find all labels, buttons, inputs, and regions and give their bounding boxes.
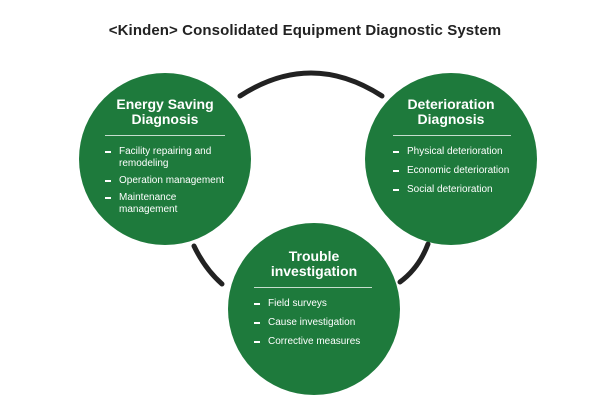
dash-bullet (254, 341, 260, 343)
energy-saving-heading: Energy Saving Diagnosis (79, 97, 251, 127)
heading-line: Diagnosis (417, 111, 485, 127)
dash-bullet (393, 151, 399, 153)
item-text: Physical deterioration (407, 146, 503, 157)
deterioration-circle: Deterioration Diagnosis Physical deterio… (365, 73, 537, 245)
dash-bullet (393, 170, 399, 172)
item-text: Maintenance management (119, 192, 178, 215)
item-text: Cause investigation (268, 317, 356, 328)
item-text: Facility repairing and remodeling (119, 146, 212, 169)
trouble-investigation-list: Field surveys Cause investigation Correc… (254, 298, 384, 355)
item-text: Operation management (119, 175, 225, 186)
dash-bullet (254, 303, 260, 305)
heading-line: Deterioration (407, 96, 495, 112)
list-item: Physical deterioration (393, 146, 523, 158)
energy-saving-circle: Energy Saving Diagnosis Facility repairi… (79, 73, 251, 245)
deterioration-list: Physical deterioration Economic deterior… (393, 146, 523, 203)
dash-bullet (393, 189, 399, 191)
trouble-investigation-heading: Trouble investigation (228, 249, 400, 279)
energy-saving-list: Facility repairing and remodeling Operat… (105, 146, 235, 221)
list-item: Maintenance management (105, 192, 235, 216)
list-item: Operation management (105, 175, 235, 187)
item-text: Field surveys (268, 298, 327, 309)
connector-left (191, 243, 225, 287)
divider (393, 135, 511, 136)
item-text: Social deterioration (407, 184, 493, 195)
heading-line: Trouble (288, 248, 340, 264)
item-text: Economic deterioration (407, 165, 510, 176)
heading-line: Diagnosis (131, 111, 199, 127)
dash-bullet (254, 322, 260, 324)
divider (105, 135, 225, 136)
item-text: Corrective measures (268, 336, 361, 347)
list-item: Field surveys (254, 298, 384, 310)
divider (254, 287, 372, 288)
trouble-investigation-circle: Trouble investigation Field surveys Caus… (228, 223, 400, 395)
deterioration-heading: Deterioration Diagnosis (365, 97, 537, 127)
page-title: <Kinden> Consolidated Equipment Diagnost… (108, 22, 502, 39)
list-item: Cause investigation (254, 317, 384, 329)
list-item: Economic deterioration (393, 165, 523, 177)
dash-bullet (105, 197, 111, 199)
connector-right (397, 241, 431, 285)
heading-line: investigation (270, 263, 358, 279)
heading-line: Energy Saving (116, 96, 214, 112)
connector-top (237, 70, 385, 99)
list-item: Facility repairing and remodeling (105, 146, 235, 170)
list-item: Social deterioration (393, 184, 523, 196)
list-item: Corrective measures (254, 336, 384, 348)
dash-bullet (105, 180, 111, 182)
dash-bullet (105, 151, 111, 153)
